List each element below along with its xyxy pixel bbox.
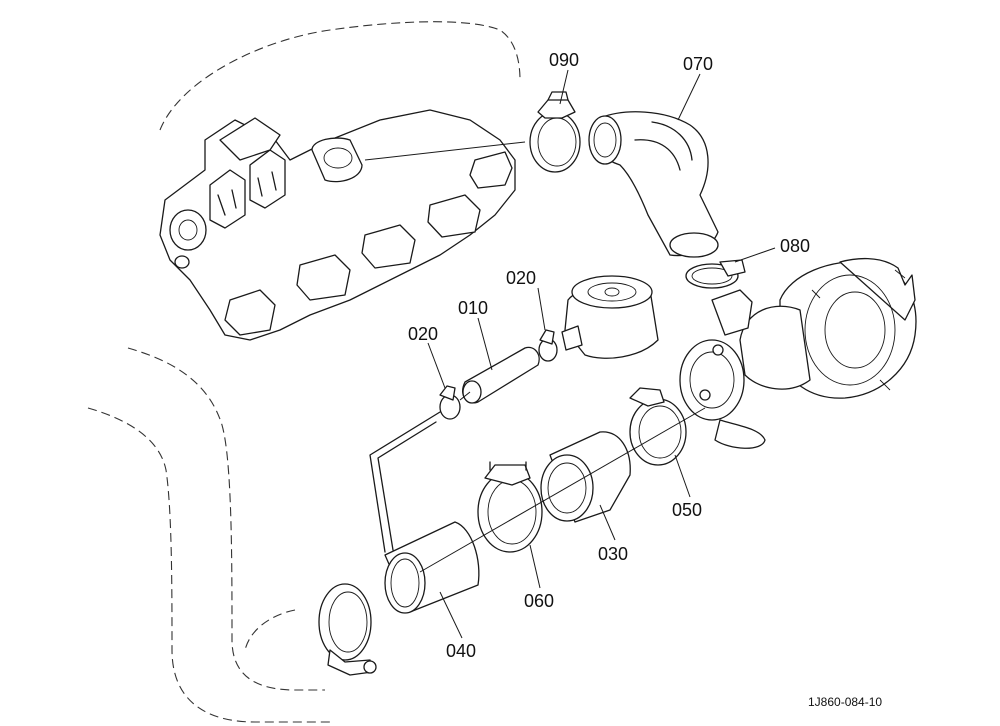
clamp-090 xyxy=(529,91,581,173)
hose-010 xyxy=(462,346,540,404)
label-050: 050 xyxy=(672,500,702,520)
label-010: 010 xyxy=(458,298,488,318)
label-060: 060 xyxy=(524,591,554,611)
clamp-050 xyxy=(629,387,687,466)
turbocharger xyxy=(679,257,917,449)
leader-lines xyxy=(427,69,776,639)
wastegate-actuator xyxy=(561,275,659,359)
breather-pipe xyxy=(369,391,471,553)
clamp-020-left xyxy=(439,385,461,420)
clamp-020-right xyxy=(538,329,558,362)
sleeve-040 xyxy=(384,521,480,614)
label-020-left: 020 xyxy=(408,324,438,344)
clamp-060 xyxy=(477,461,543,553)
alignment-line-center xyxy=(419,407,706,573)
exhaust-manifold xyxy=(159,21,521,341)
label-080: 080 xyxy=(780,236,810,256)
label-090: 090 xyxy=(549,50,579,70)
clamp-080 xyxy=(685,259,746,289)
label-040: 040 xyxy=(446,641,476,661)
intake-pipe-outline xyxy=(87,347,330,723)
hose-070 xyxy=(588,111,719,258)
alignment-line-top xyxy=(364,141,526,161)
label-020-right: 020 xyxy=(506,268,536,288)
clamp-intake xyxy=(318,583,377,676)
reference-code: 1J860-084-10 xyxy=(808,695,882,709)
reducer-030 xyxy=(540,431,631,523)
label-070: 070 xyxy=(683,54,713,74)
label-030: 030 xyxy=(598,544,628,564)
